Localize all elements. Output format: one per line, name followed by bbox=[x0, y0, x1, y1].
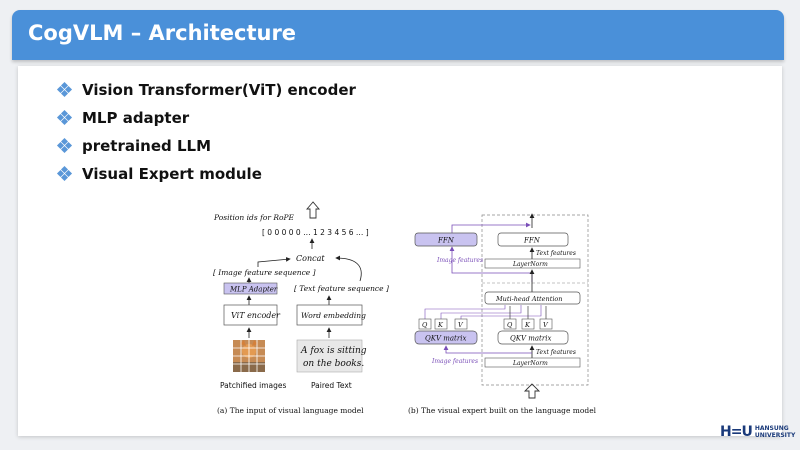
bullet-item: MLP adapter bbox=[56, 104, 356, 132]
ffn-image-box bbox=[414, 232, 478, 247]
k-left-label: K bbox=[437, 321, 444, 329]
bullet-label: Vision Transformer(ViT) encoder bbox=[82, 81, 356, 99]
patchified-images-label: Patchified images bbox=[220, 381, 287, 390]
layernorm-bottom-label: LayerNorm bbox=[512, 360, 548, 367]
up-arrow-icon bbox=[306, 201, 320, 219]
q-left-label: Q bbox=[422, 321, 428, 329]
word-embedding-label: Word embedding bbox=[301, 311, 366, 320]
k-right-label: K bbox=[524, 321, 531, 329]
ffn-text-box bbox=[497, 232, 569, 247]
v-right-label: V bbox=[543, 321, 549, 329]
bullet-item: Visual Expert module bbox=[56, 160, 356, 188]
layernorm-top-label: LayerNorm bbox=[512, 261, 548, 268]
slide-header: CogVLM – Architecture bbox=[12, 10, 784, 60]
text-feature-sequence: [ Text feature sequence ] bbox=[294, 284, 389, 293]
attention-box bbox=[484, 291, 581, 305]
bullet-label: Visual Expert module bbox=[82, 165, 262, 183]
mlp-adapter-box bbox=[223, 282, 278, 295]
paired-text-line2: on the books. bbox=[303, 359, 364, 369]
vit-encoder-label: ViT encoder bbox=[231, 311, 281, 320]
bullet-list: Vision Transformer(ViT) encoder MLP adap… bbox=[56, 76, 356, 188]
bullet-item: pretrained LLM bbox=[56, 132, 356, 160]
logo-name: HANSUNG UNIVERSITY bbox=[755, 425, 795, 439]
v-left-label: V bbox=[458, 321, 464, 329]
position-ids-label: Position ids for RoPE bbox=[213, 213, 295, 222]
slide-content-card bbox=[18, 66, 782, 436]
logo-line2: UNIVERSITY bbox=[754, 432, 796, 439]
attention-label: Muti-head Attention bbox=[495, 295, 563, 303]
bullet-label: pretrained LLM bbox=[82, 137, 211, 155]
vit-encoder-box bbox=[223, 304, 278, 326]
text-features-top: Text features bbox=[536, 250, 576, 257]
figure-a-caption: (a) The input of visual language model bbox=[217, 406, 364, 415]
text-features-bottom: Text features bbox=[536, 349, 576, 356]
mlp-adapter-label: MLP Adapter bbox=[229, 286, 278, 294]
bullet-label: MLP adapter bbox=[82, 109, 190, 127]
layernorm-top-box bbox=[484, 258, 581, 269]
qkv-image-label: QKV matrix bbox=[425, 335, 466, 343]
ffn-image-label: FFN bbox=[437, 237, 455, 245]
layernorm-bottom-box bbox=[484, 357, 581, 368]
paired-text-box bbox=[296, 339, 363, 373]
image-features-top: Image features bbox=[436, 257, 483, 264]
ffn-text-label: FFN bbox=[523, 237, 541, 245]
image-feature-sequence: [ Image feature sequence ] bbox=[213, 268, 316, 277]
paired-text-label: Paired Text bbox=[311, 381, 352, 390]
image-features-bottom: Image features bbox=[431, 358, 478, 365]
figure-a-input-model: Position ids for RoPE [ 0 0 0 0 0 … 1 2 … bbox=[213, 201, 389, 415]
position-ids: [ 0 0 0 0 0 … 1 2 3 4 5 6 … ] bbox=[262, 228, 369, 237]
qkv-text-label: QKV matrix bbox=[510, 335, 551, 343]
word-embedding-box bbox=[296, 304, 363, 326]
input-arrow-icon bbox=[523, 383, 541, 399]
figure-b-caption: (b) The visual expert built on the langu… bbox=[408, 406, 597, 415]
patchified-fox-image bbox=[233, 340, 265, 372]
paired-text-line1: A fox is sitting bbox=[300, 346, 367, 356]
concat-label: Concat bbox=[296, 254, 325, 263]
qkv-image-box bbox=[414, 330, 478, 345]
qkv-text-box bbox=[497, 330, 569, 345]
logo-mark: H=U bbox=[720, 424, 753, 440]
slide-title: CogVLM – Architecture bbox=[28, 21, 297, 45]
q-right-label: Q bbox=[507, 321, 513, 329]
hansung-university-logo: H=U HANSUNG UNIVERSITY bbox=[720, 424, 795, 440]
logo-line1: HANSUNG bbox=[754, 425, 789, 432]
figure-b-visual-expert: FFN FFN Image features Text features Lay… bbox=[408, 213, 597, 415]
bullet-item: Vision Transformer(ViT) encoder bbox=[56, 76, 356, 104]
